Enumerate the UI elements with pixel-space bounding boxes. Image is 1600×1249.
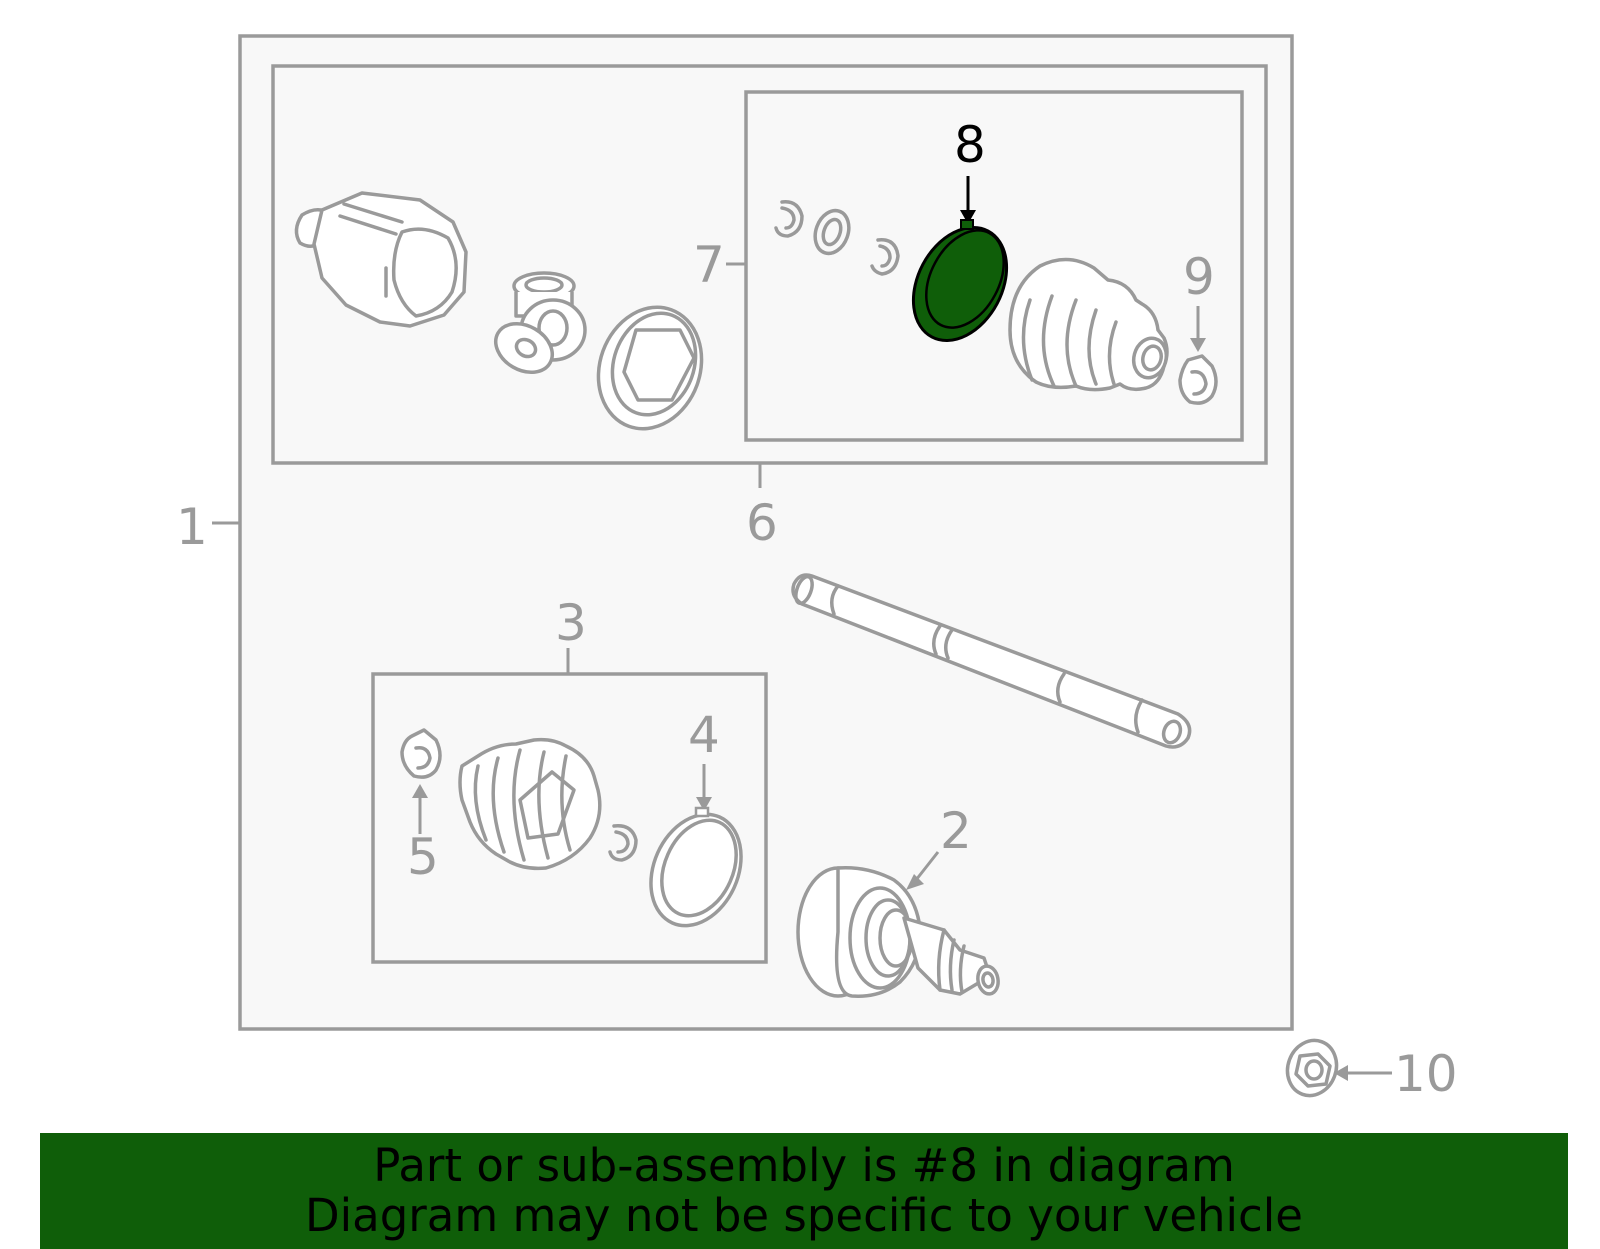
small-clamp-9-icon [1178,354,1218,405]
arrowhead-9 [1190,338,1206,352]
hub-nut-icon [1285,1038,1339,1098]
callout-2: 2 [940,802,972,860]
arrowhead-4 [696,797,712,811]
inner-boot-bellows-icon [458,737,602,871]
subassembly-7-frame [744,90,1244,442]
inner-housing-icon [294,191,468,328]
info-banner: Part or sub-assembly is #8 in diagram Di… [40,1133,1568,1249]
inner-boot-ring-icon [596,305,704,431]
callout-4: 4 [688,706,720,764]
washer-icon [813,208,851,256]
outer-cv-joint-icon [796,866,1000,998]
arrowhead-10 [1334,1065,1348,1081]
circlip-icon [870,238,900,276]
boot-clamp-highlighted-icon [911,219,1009,343]
callout-10: 10 [1394,1045,1458,1103]
arrowhead-5 [412,784,428,798]
banner-line-1: Part or sub-assembly is #8 in diagram [373,1139,1235,1192]
circlip-3-icon [608,824,638,862]
axle-shaft-icon [791,573,1192,749]
boot-clamp-4-icon [649,806,743,928]
callout-5: 5 [407,828,439,886]
callout-9: 9 [1183,248,1215,306]
callout-8: 8 [954,116,986,174]
callout-7: 7 [693,236,725,294]
leader-2 [914,851,940,881]
small-clamp-5-icon [400,728,442,779]
callout-3: 3 [555,594,587,652]
tripod-spider-icon [494,271,587,374]
outer-boot-bellows-icon [1008,257,1169,392]
subassembly-6-frame [271,64,1268,465]
callout-1: 1 [176,498,208,556]
callout-6: 6 [746,494,778,552]
arrowhead-2 [906,874,924,890]
banner-line-2: Diagram may not be specific to your vehi… [305,1189,1303,1242]
snap-ring-icon [774,200,804,238]
arrowhead-8 [960,210,976,224]
